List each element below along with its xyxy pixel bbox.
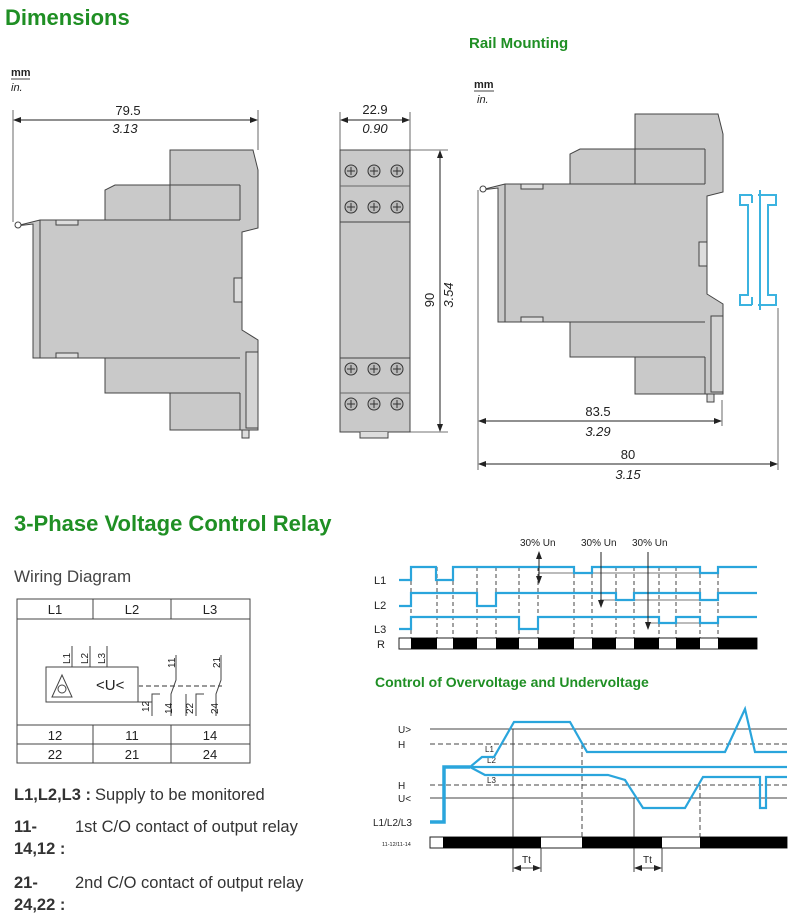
phase-label-l1: L1 [485, 745, 494, 754]
legend-term: 21-24,22 : [14, 874, 66, 914]
input-l2: L2 [80, 652, 91, 664]
relay-on-segment [592, 638, 616, 649]
terminal-11: 11 [125, 728, 139, 743]
dim-90: 90 [422, 293, 437, 307]
signal-l3 [399, 615, 757, 631]
side-view-drawing: 79.5 3.13 [12, 103, 259, 439]
relay-contact-label: 11-12/11-14 [382, 842, 411, 848]
label-l2: L2 [374, 600, 386, 612]
signal-l3 [469, 766, 787, 810]
relay-on-segment [538, 638, 574, 649]
contact-12: 12 [141, 700, 152, 712]
relay-on-segment [496, 638, 519, 649]
relay-on-segment [634, 638, 659, 649]
contact-22: 22 [185, 702, 196, 714]
legend-desc: Supply to be monitored [95, 786, 265, 804]
wiring-diagram: L1 L2 L3 12 11 14 22 21 24 L1 L2 L3 <U< … [16, 598, 251, 764]
contact-14: 14 [164, 702, 175, 714]
input-l3: L3 [97, 652, 108, 664]
level-l1-l2-l3: L1/L2/L3 [373, 818, 412, 829]
annotation-30-un: 30% Un [632, 538, 668, 549]
dim-3-29: 3.29 [585, 424, 610, 439]
label-l3: L3 [374, 624, 386, 636]
terminal-12: 12 [48, 728, 62, 743]
label-l1: L1 [374, 575, 386, 587]
label-r: R [377, 639, 385, 651]
terminal-l3: L3 [203, 602, 217, 617]
phase-label-l3: L3 [487, 776, 496, 785]
annotation-30-un: 30% Un [581, 538, 617, 549]
relay-state-bar [398, 637, 758, 650]
unit-in: in. [11, 82, 23, 94]
signal-l2 [399, 591, 757, 608]
signal-l1 [399, 565, 757, 582]
legend-term: L1,L2,L3 : [14, 786, 92, 804]
terminal-l2: L2 [125, 602, 139, 617]
unit-mm: mm [474, 79, 494, 91]
signal-all-phases [430, 765, 470, 824]
legend-item: 11-14,12 : 1st C/O contact of output rela… [14, 816, 298, 860]
dim-3-54: 3.54 [441, 282, 456, 307]
level-h-lower: H [398, 781, 405, 792]
din-rail [739, 194, 777, 306]
unit-in: in. [477, 94, 489, 106]
phase-failure-timing-diagram: L1 L2 L3 R 30% Un 30% Un 30% Un [374, 538, 758, 651]
contact-21: 21 [212, 656, 223, 668]
delay-tt: Tt [522, 855, 531, 866]
signal-l1 [469, 705, 787, 768]
wiring-diagram-label: Wiring Diagram [14, 567, 132, 586]
annotation-30-un: 30% Un [520, 538, 556, 549]
dimensions-heading: Dimensions [5, 5, 130, 30]
terminal-l1: L1 [48, 602, 62, 617]
contact-24: 24 [210, 702, 221, 714]
legend-item: 21-24,22 : 2nd C/O contact of output rela… [14, 872, 303, 916]
dim-3-15: 3.15 [615, 467, 641, 482]
relay-title: 3-Phase Voltage Control Relay [14, 511, 332, 536]
dim-79-5: 79.5 [115, 103, 140, 118]
input-l1: L1 [62, 652, 73, 664]
legend-desc: 2nd C/O contact of output relay [75, 874, 304, 892]
delay-tt: Tt [643, 855, 652, 866]
rail-mounting-heading: Rail Mounting [469, 35, 569, 52]
terminal-24: 24 [203, 747, 217, 762]
legend-term: 11-14,12 : [14, 818, 66, 858]
legend-item: L1,L2,L3 :Supply to be monitored [14, 784, 265, 806]
level-h-upper: H [398, 740, 405, 751]
dim-3-13: 3.13 [112, 121, 138, 136]
dim-0-90: 0.90 [362, 121, 388, 136]
relay-on-segment [411, 638, 437, 649]
terminal-14: 14 [203, 728, 217, 743]
relay-on-segment [718, 638, 757, 649]
level-u-under: U< [398, 794, 411, 805]
front-view-drawing: 22.9 0.90 90 3.54 [339, 102, 456, 439]
over-under-voltage-timing-diagram: U> H H U< L1/L2/L3 L1 L2 L3 11-12/11-14 … [373, 705, 788, 872]
legend-desc: 1st C/O contact of output relay [75, 818, 298, 836]
over-under-heading: Control of Overvoltage and Undervoltage [375, 674, 649, 690]
relay-on-segment [676, 638, 700, 649]
relay-on-segment [453, 638, 477, 649]
unit-mm: mm [11, 67, 31, 79]
level-u-over: U> [398, 725, 411, 736]
dim-83-5: 83.5 [585, 404, 610, 419]
dim-80: 80 [621, 447, 635, 462]
relay-symbol: <U< [96, 677, 125, 694]
terminal-22: 22 [48, 747, 62, 762]
dim-22-9: 22.9 [362, 102, 387, 117]
terminal-21: 21 [125, 747, 139, 762]
phase-label-l2: L2 [487, 756, 496, 765]
rail-view-drawing: 83.5 3.29 80 3.15 [477, 113, 779, 482]
contact-11: 11 [167, 657, 178, 668]
